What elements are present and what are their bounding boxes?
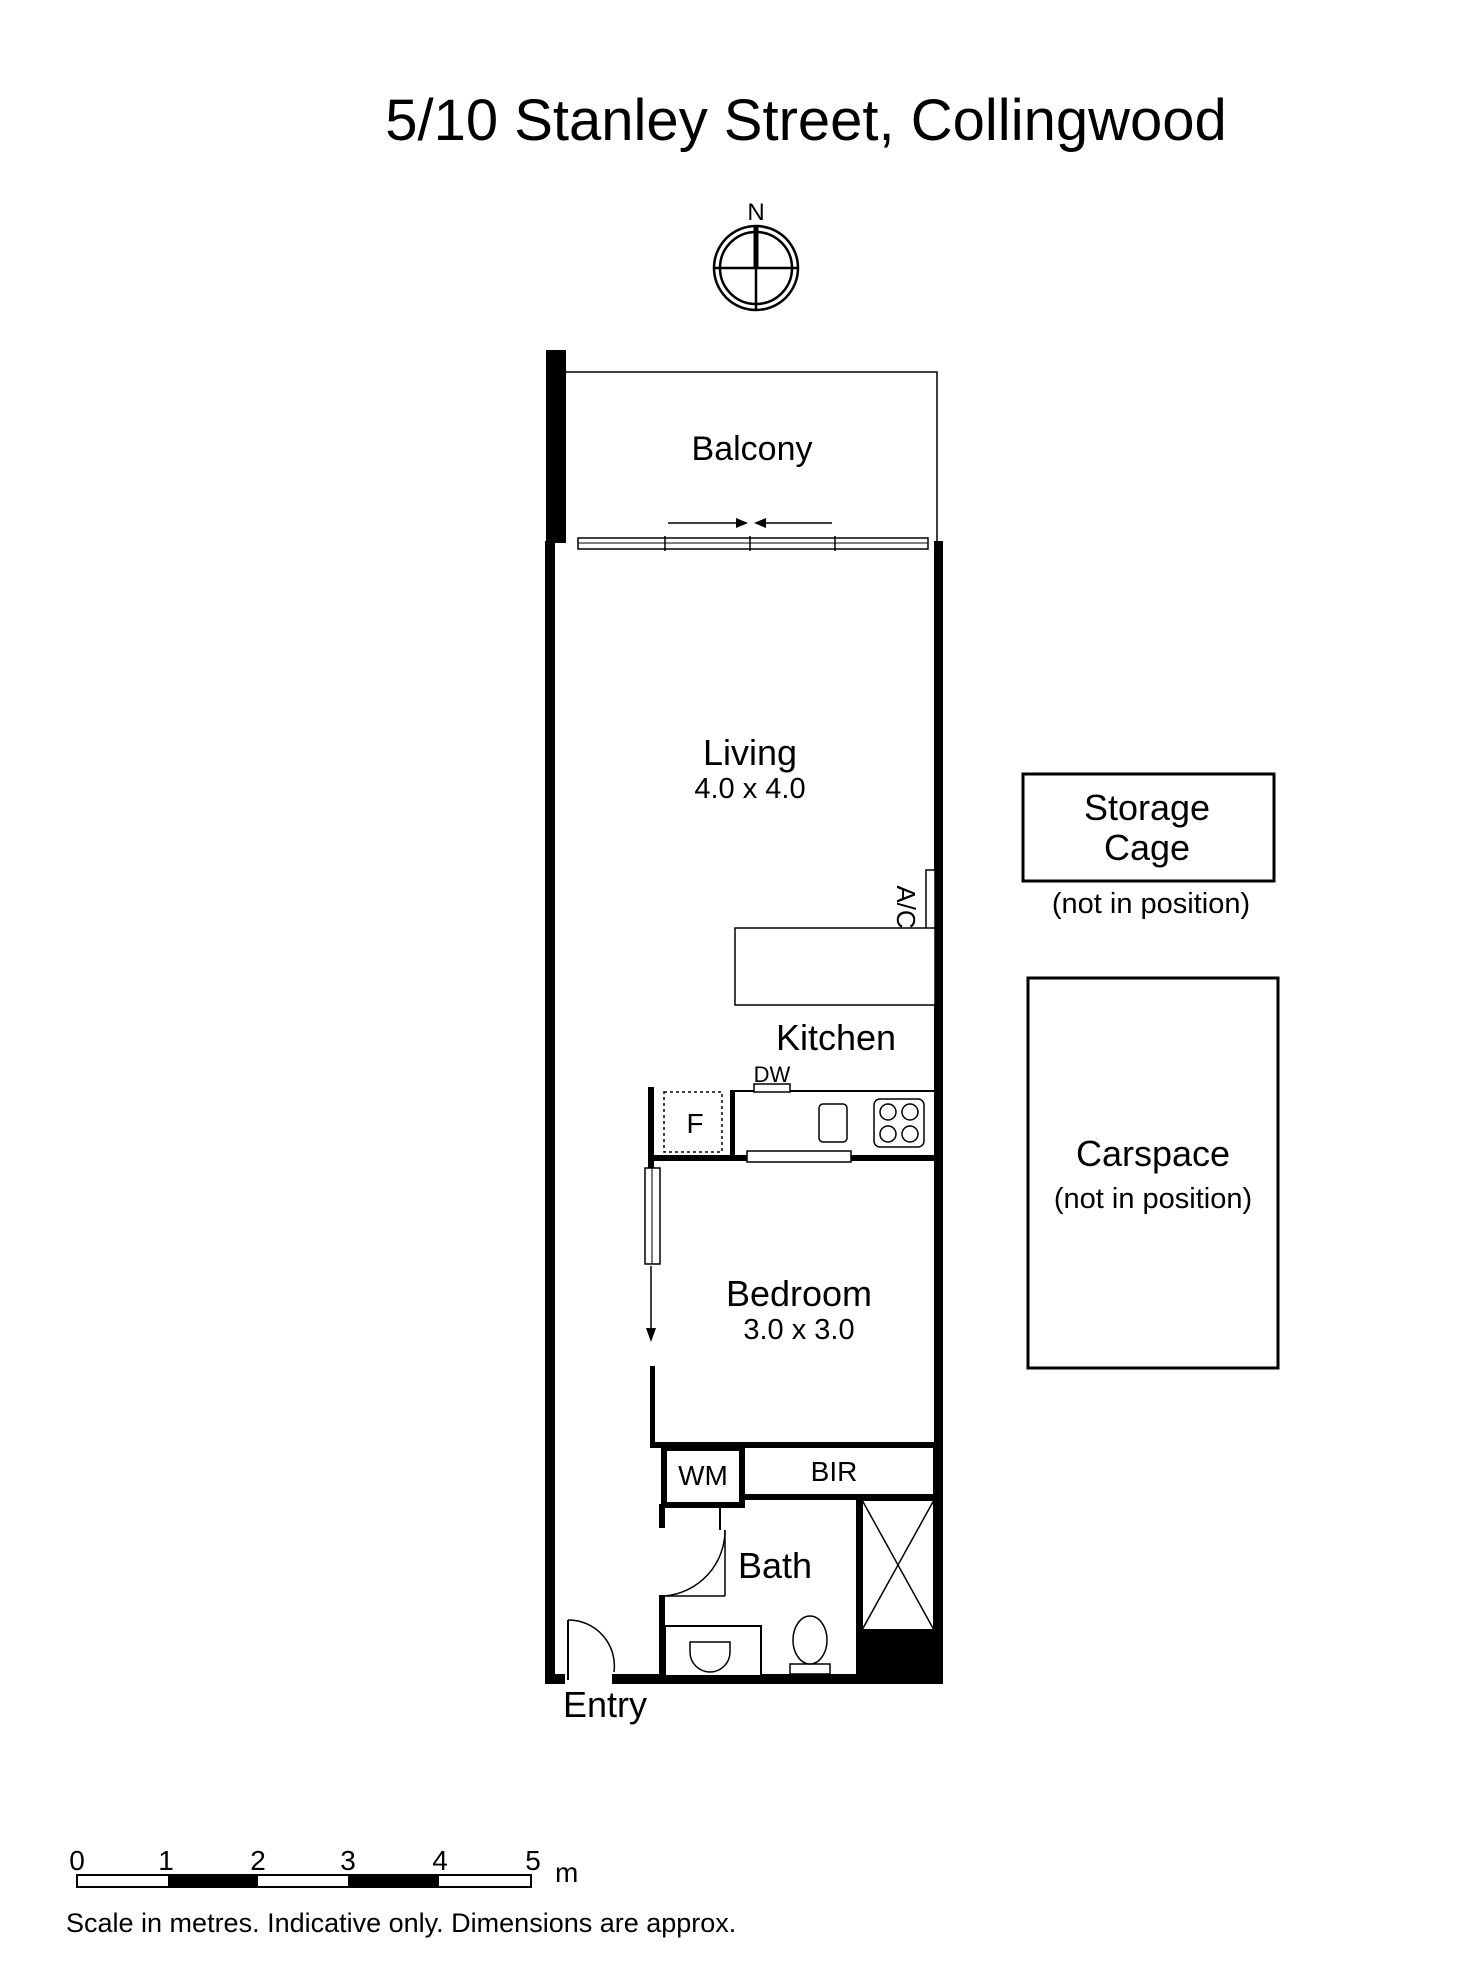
dishwasher — [753, 1083, 791, 1093]
compass-icon — [712, 224, 800, 312]
washing-machine — [661, 1445, 745, 1508]
shower-icon — [861, 1499, 938, 1680]
entry-label: Entry — [563, 1684, 647, 1725]
disclaimer: Scale in metres. Indicative only. Dimens… — [66, 1908, 736, 1938]
storage-cage-box — [1021, 772, 1276, 883]
toilet-icon — [789, 1615, 831, 1675]
scale-tick-0: 0 — [69, 1845, 85, 1876]
carspace-note: (not in position) — [1054, 1183, 1252, 1215]
kitchen-label: Kitchen — [776, 1017, 896, 1058]
cooktop-icon — [873, 1098, 925, 1148]
scale-tick-1: 1 — [158, 1845, 174, 1876]
washing-machine-label: WM — [678, 1460, 728, 1491]
balcony-label: Balcony — [692, 430, 813, 468]
scale-tick-2: 2 — [250, 1845, 266, 1876]
kitchen-sink — [818, 1103, 848, 1143]
living-dimensions: 4.0 x 4.0 — [694, 773, 805, 805]
scale-tick-4: 4 — [432, 1845, 448, 1876]
ac-label: A/C — [891, 885, 921, 928]
storage-cage-label-line2: Cage — [1104, 827, 1190, 868]
balcony-outline — [566, 371, 938, 541]
bedroom-left-wall — [650, 1366, 655, 1446]
bedroom-label: Bedroom — [726, 1273, 872, 1314]
compass-north-label: N — [747, 199, 764, 226]
storage-cage-label-line1: Storage — [1084, 787, 1210, 828]
kitchen-island — [734, 927, 936, 1006]
scale-tick-3: 3 — [340, 1845, 356, 1876]
storage-cage-note: (not in position) — [1052, 888, 1250, 920]
bath-label: Bath — [738, 1545, 812, 1586]
bedroom-dimensions: 3.0 x 3.0 — [743, 1314, 854, 1346]
balcony-sliding-door — [577, 518, 929, 551]
bir-label: BIR — [811, 1456, 858, 1487]
carspace-box — [1026, 976, 1280, 1370]
entry-door — [567, 1619, 616, 1680]
scale-bar — [76, 1874, 532, 1888]
bath-walls — [659, 1494, 862, 1680]
fridge — [663, 1091, 723, 1153]
exterior-walls — [545, 350, 943, 1684]
scale-tick-5: 5 — [525, 1845, 541, 1876]
bedroom-door-panel — [746, 1150, 852, 1163]
bath-door — [664, 1529, 726, 1597]
living-label: Living — [703, 732, 797, 773]
scale-unit: m — [555, 1857, 578, 1888]
fridge-label: F — [686, 1108, 703, 1139]
page-title: 5/10 Stanley Street, Collingwood — [385, 88, 1227, 153]
dishwasher-label: DW — [754, 1062, 791, 1087]
vanity-basin-icon — [664, 1625, 762, 1677]
bedroom-sliding-door — [644, 1167, 661, 1342]
carspace-label: Carspace — [1076, 1133, 1230, 1174]
